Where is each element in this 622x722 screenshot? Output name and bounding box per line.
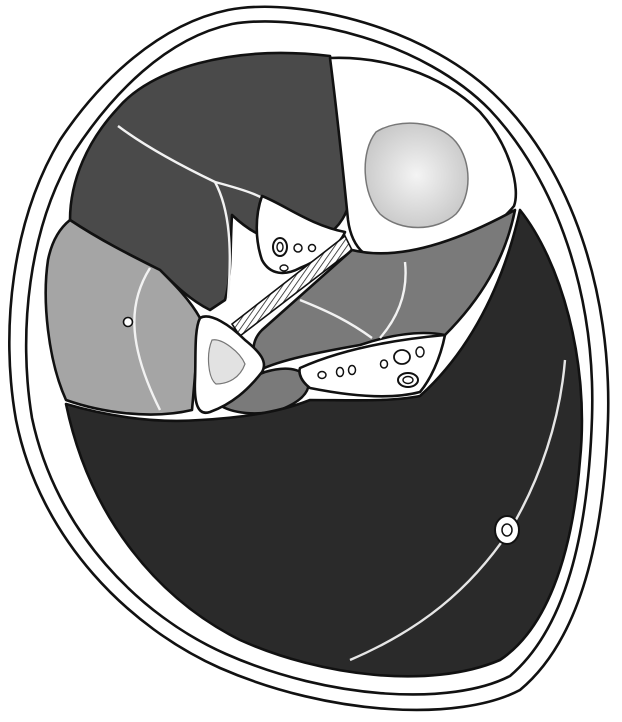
- tibial-nerve-inner: [403, 377, 413, 384]
- lateral-small-vessel: [124, 318, 133, 327]
- anterior-tibial-vein-1: [294, 244, 302, 252]
- posterior-tibial-vein-1: [381, 360, 388, 368]
- peroneal-vessel-2: [337, 368, 344, 377]
- posterior-tibial-vein-2: [416, 347, 424, 357]
- posterior-tibial-artery: [394, 350, 410, 364]
- peroneal-vessel-3: [349, 366, 356, 375]
- tibia-marrow: [365, 123, 468, 227]
- small-saphenous-vein-lumen: [502, 524, 512, 536]
- anterior-tibial-vein-2: [309, 245, 316, 252]
- deep-peroneal-nerve: [280, 265, 288, 271]
- anterior-tibial-artery-lumen: [277, 243, 283, 252]
- peroneal-vessel-1: [318, 372, 326, 379]
